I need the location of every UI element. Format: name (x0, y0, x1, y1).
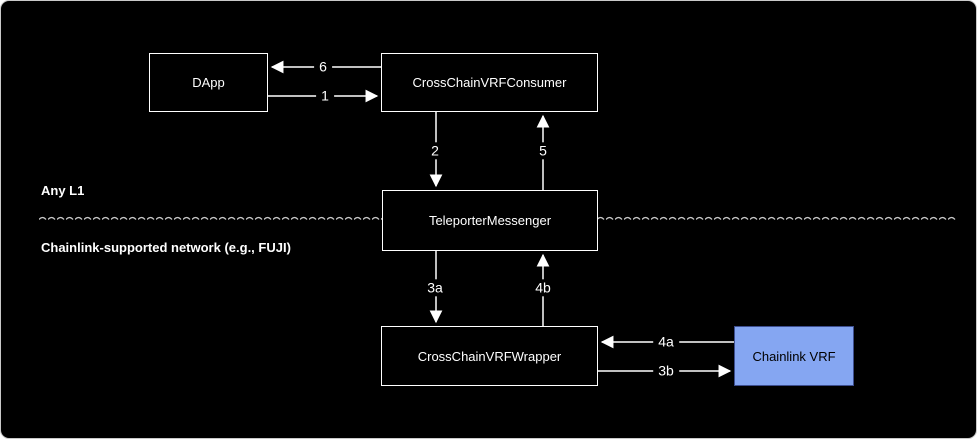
node-dapp-label: DApp (192, 75, 225, 90)
node-cross-chain-vrf-consumer-label: CrossChainVRFConsumer (412, 75, 567, 90)
node-chainlink-vrf: Chainlink VRF (734, 326, 854, 386)
node-cross-chain-vrf-wrapper-label: CrossChainVRFWrapper (417, 348, 562, 364)
edge-label-4b: 4b (530, 279, 556, 297)
node-cross-chain-vrf-wrapper: CrossChainVRFWrapper (381, 326, 598, 386)
zone-label-chainlink-network: Chainlink-supported network (e.g., FUJI) (41, 240, 291, 255)
edge-label-6: 6 (314, 58, 332, 76)
node-teleporter-messenger: TeleporterMessenger (382, 190, 598, 251)
node-chainlink-vrf-label: Chainlink VRF (752, 348, 836, 364)
edge-label-5: 5 (534, 142, 552, 160)
edge-label-3a: 3a (422, 279, 448, 297)
node-cross-chain-vrf-consumer: CrossChainVRFConsumer (381, 53, 598, 112)
edge-label-3b: 3b (653, 362, 679, 380)
node-teleporter-messenger-label: TeleporterMessenger (428, 213, 552, 228)
edge-label-2: 2 (426, 142, 444, 160)
edge-label-4a: 4a (653, 333, 679, 351)
edge-label-1: 1 (316, 87, 334, 105)
node-dapp: DApp (149, 53, 268, 112)
zone-label-any-l1: Any L1 (41, 183, 85, 198)
